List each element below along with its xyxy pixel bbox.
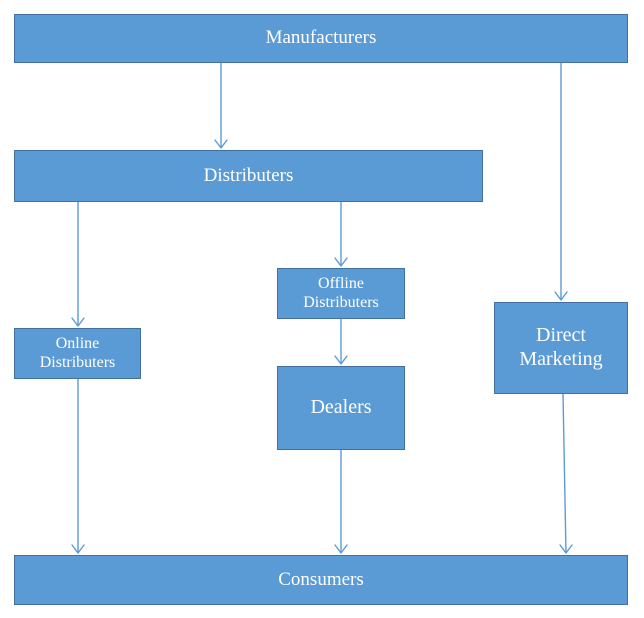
edge-manufacturers-to-distributers [214, 63, 228, 149]
offline-distributers-line-1: Offline [318, 274, 364, 292]
edge-distributers-to-online-distributers [71, 202, 85, 327]
distributers-node: Distributers [14, 150, 483, 202]
direct-marketing-node: Direct Marketing [494, 302, 628, 394]
online-distributers-line-2: Distributers [39, 353, 116, 371]
distributers-label: Distributers [203, 164, 294, 186]
offline-distributers-label: Offline Distributers [303, 275, 379, 313]
online-distributers-label: Online Distributers [40, 335, 116, 373]
edge-manufacturers-to-direct-marketing [554, 63, 568, 301]
edge-dealers-to-consumers [334, 450, 348, 554]
edge-online-distributers-to-consumers [71, 379, 85, 554]
edge-distributers-to-offline-distributers [334, 202, 348, 267]
edge-offline-distributers-to-dealers [334, 319, 348, 365]
consumers-label: Consumers [278, 568, 364, 590]
offline-distributers-node: Offline Distributers [277, 268, 405, 319]
consumers-node: Consumers [14, 555, 628, 605]
offline-distributers-line-2: Distributers [303, 293, 379, 311]
online-distributers-node: Online Distributers [14, 328, 141, 379]
direct-marketing-label: Direct Marketing [519, 324, 602, 371]
manufacturers-node: Manufacturers [14, 14, 628, 63]
edge-direct-marketing-to-consumers [559, 393, 573, 554]
direct-marketing-line-2: Marketing [519, 348, 603, 370]
dealers-node: Dealers [277, 366, 405, 450]
dealers-label: Dealers [310, 396, 372, 419]
online-distributers-line-1: Online [55, 334, 100, 352]
direct-marketing-line-1: Direct [536, 324, 586, 347]
manufacturers-label: Manufacturers [265, 27, 377, 49]
